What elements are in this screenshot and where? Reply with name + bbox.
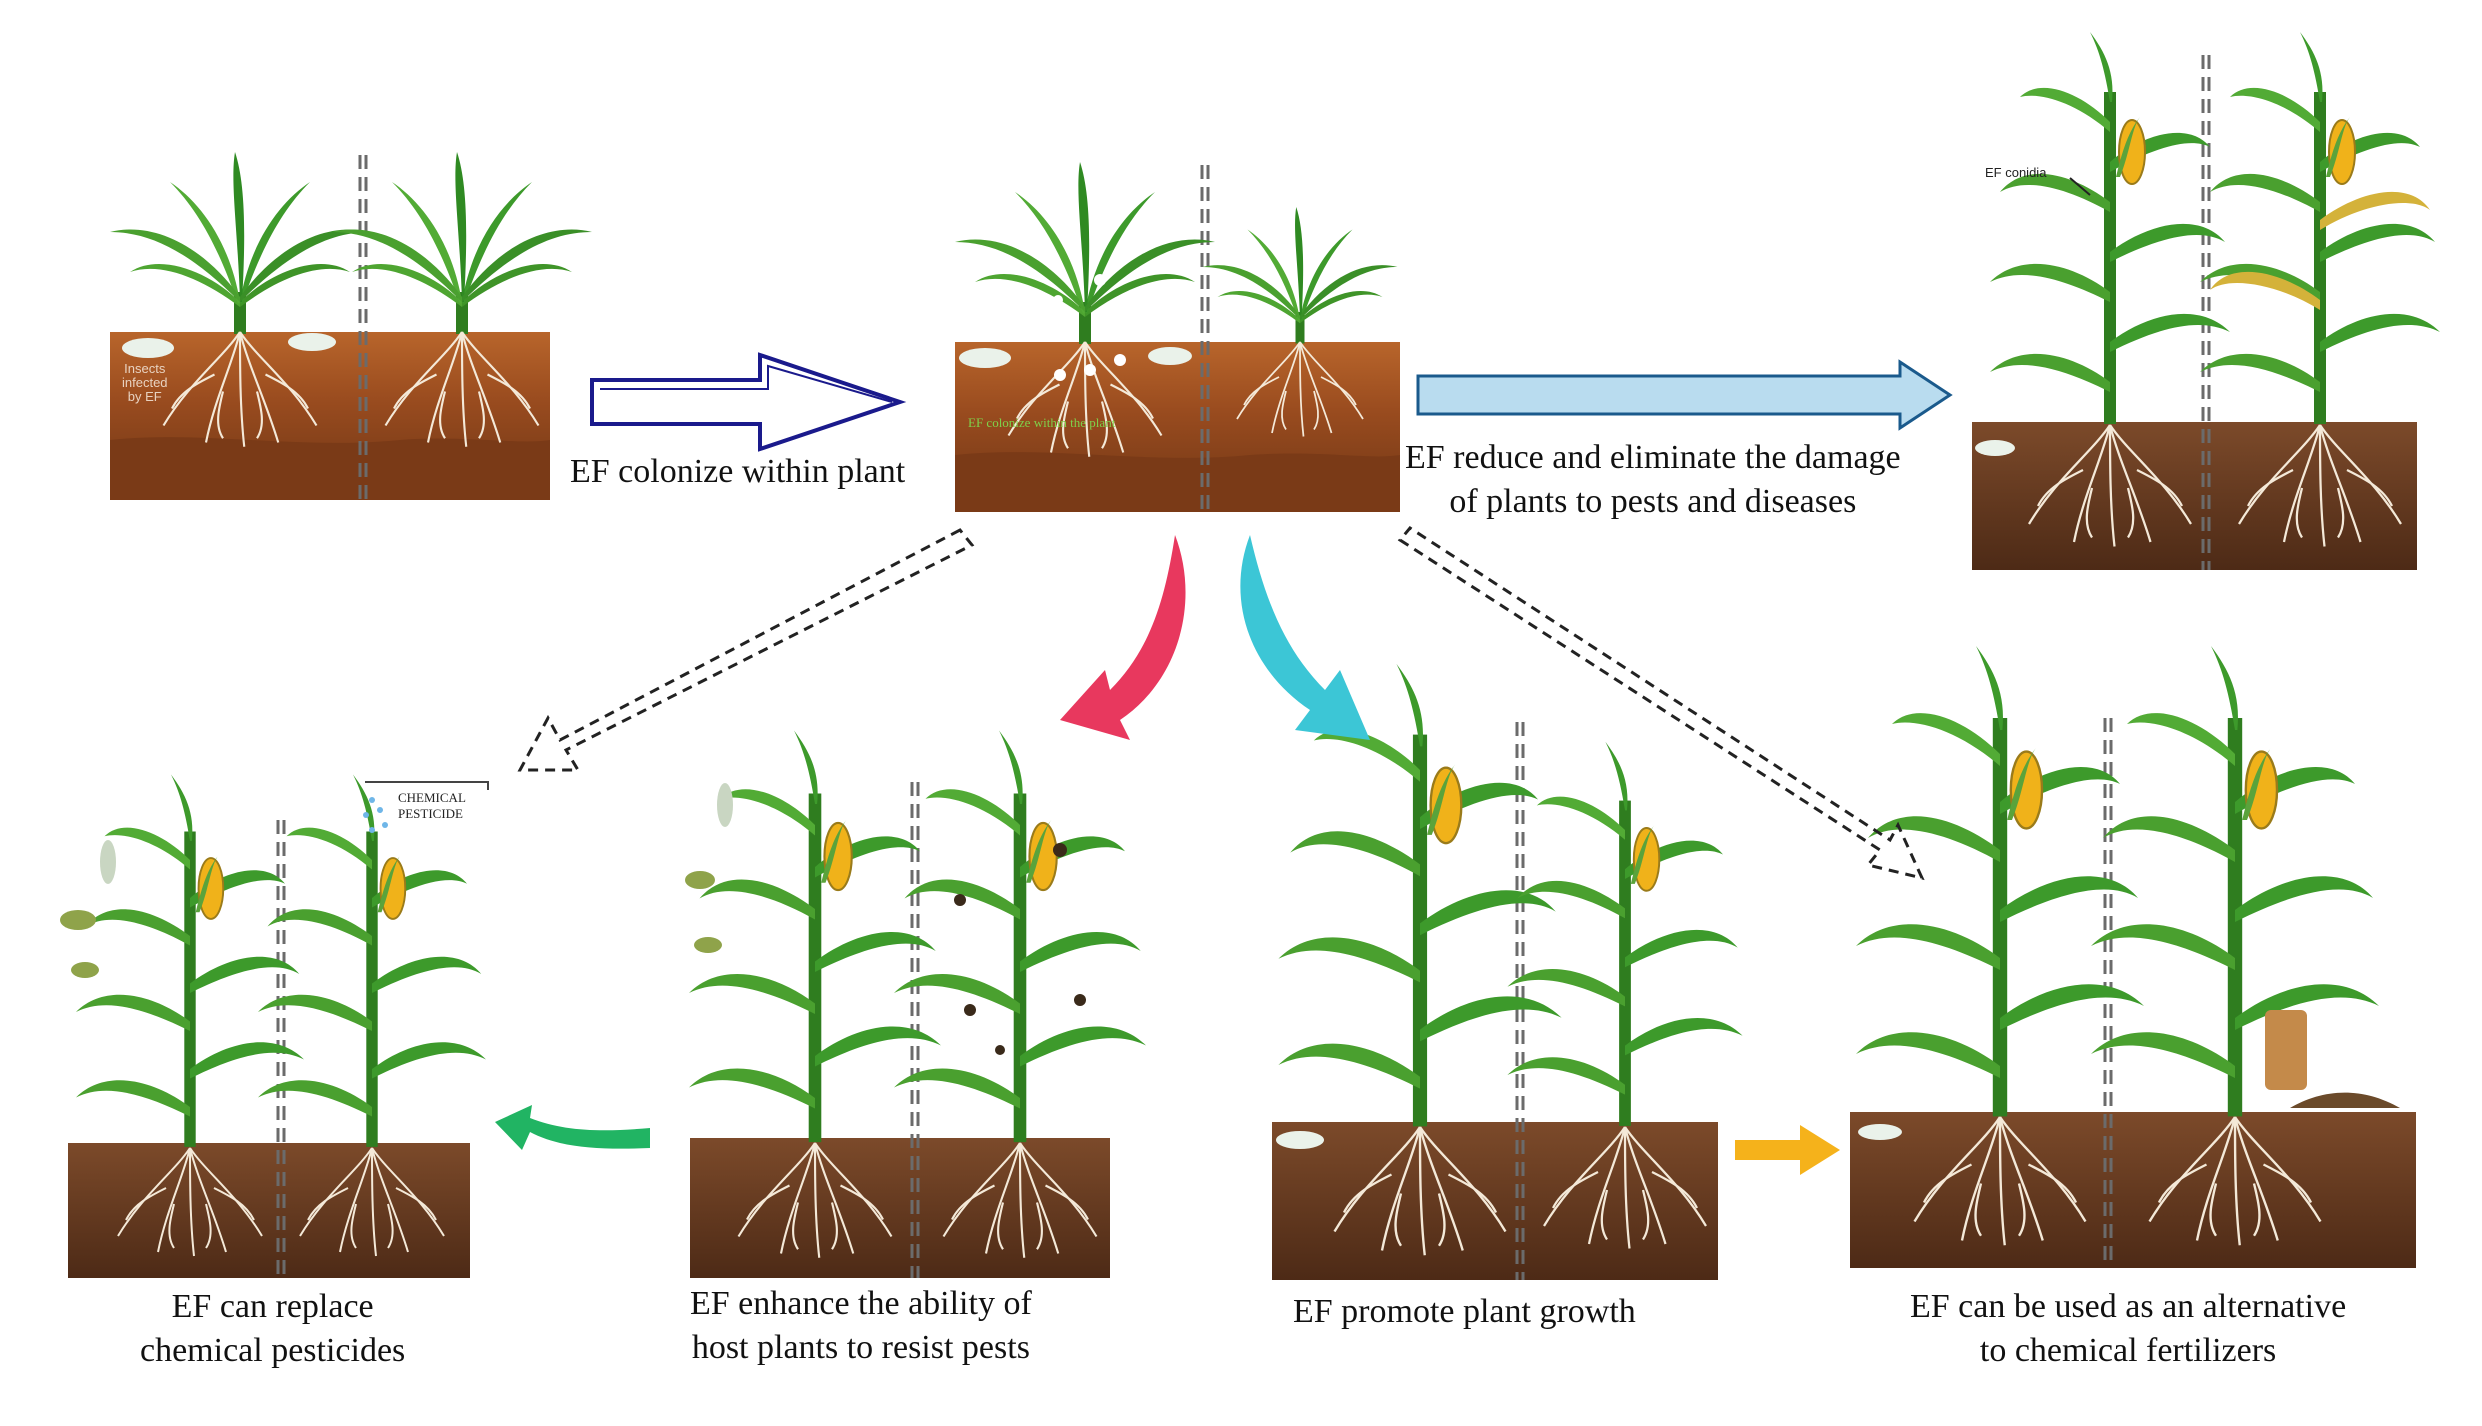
corn-plant [1506, 740, 1744, 1127]
seedling-plant [332, 152, 592, 334]
label-promote-growth: EF promote plant growth [1293, 1293, 1636, 1330]
panel-colonized [955, 162, 1400, 512]
corn-plant-damaged [892, 729, 1148, 1144]
seedling-plant [955, 162, 1215, 344]
corn-plant [1989, 31, 2231, 425]
infected-insect [1148, 347, 1192, 365]
label-colonize-small: EF colonize within the plant [968, 415, 1116, 430]
infected-insect [288, 333, 336, 351]
panel-promote-growth [1272, 662, 1744, 1280]
infected-insect [717, 783, 733, 827]
label-replace-pesticides: EF can replace chemical pesticides [140, 1288, 406, 1369]
fertilizer-pile [2290, 1092, 2400, 1108]
label-ef-conidia: EF conidia [1985, 165, 2047, 180]
aphid-pest [694, 937, 722, 953]
label-insects-infected: Insects infected by EF [122, 361, 168, 404]
label-colonize: EF colonize within plant [570, 453, 906, 490]
arrow-dashed-fertilizer [1397, 526, 1925, 881]
corn-plant [2089, 644, 2381, 1118]
aphid-pest [685, 871, 715, 889]
label-reduce-damage: EF reduce and eliminate the damage of pl… [1405, 439, 1901, 520]
seedling-plant [1202, 207, 1398, 344]
infected-insect [959, 348, 1011, 368]
panel-initial-seedlings [110, 152, 592, 500]
arrow-promote [1240, 535, 1370, 740]
seedling-plant [110, 152, 370, 334]
pesticide-spray-drops [363, 797, 388, 833]
arrow-resist [1060, 535, 1186, 740]
fertilizer-bag [2265, 1010, 2307, 1090]
panel-replace-pesticides [60, 773, 489, 1278]
arrow-colonize [590, 352, 907, 452]
label-resist-pests: EF enhance the ability of host plants to… [690, 1285, 1032, 1366]
arrow-dashed-replace [517, 528, 975, 772]
soil-block [1850, 1112, 2416, 1268]
panel-fertilizer-alternative [1850, 644, 2416, 1268]
aphid-pest [60, 910, 96, 930]
arrow-reduce-damage [1416, 359, 1953, 431]
soil-block [68, 1143, 470, 1278]
infected-insect [100, 840, 116, 884]
infected-insect [122, 338, 174, 358]
panel-reduced-damage [1972, 31, 2441, 570]
arrow-green [495, 1105, 650, 1150]
pest-damage-spots [954, 843, 1086, 1055]
aphid-pest [71, 962, 99, 978]
arrow-orange [1735, 1125, 1840, 1175]
label-fertilizer-alternative: EF can be used as an alternative to chem… [1910, 1288, 2347, 1369]
soil-block [690, 1138, 1110, 1278]
soil-block [1972, 422, 2417, 570]
pesticide-sprayer [365, 781, 489, 790]
label-chemical-pesticide: CHEMICAL PESTICIDE [398, 790, 466, 821]
panel-resist-pests [685, 729, 1148, 1278]
